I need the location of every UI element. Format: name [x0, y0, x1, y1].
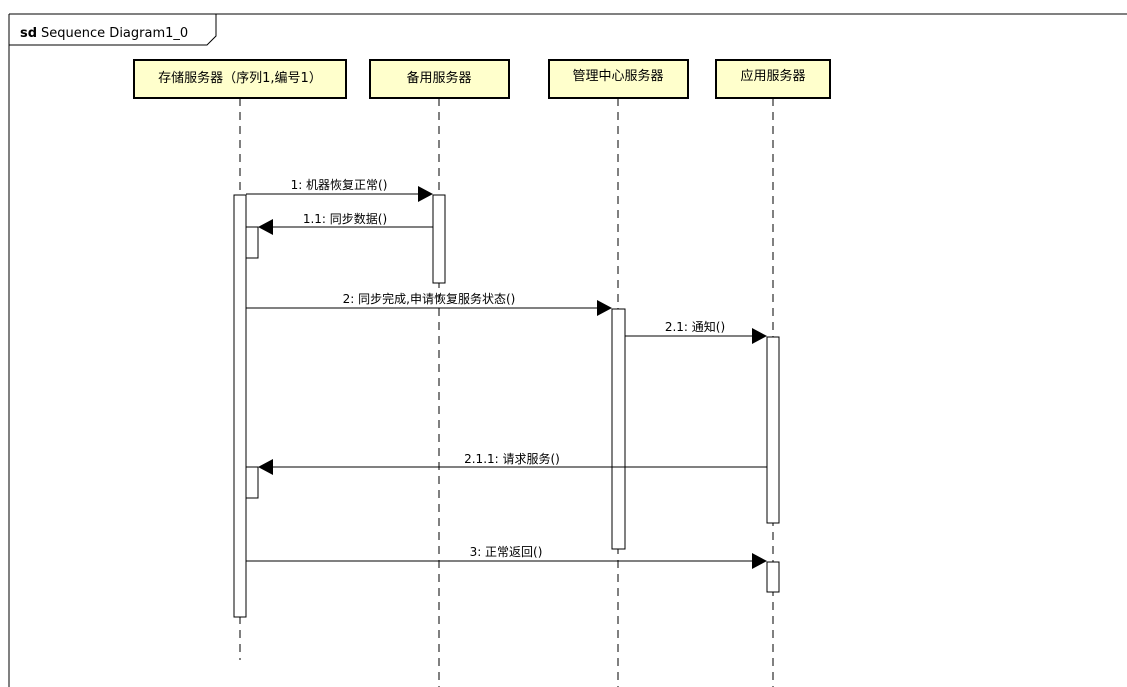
- frame-name: Sequence Diagram1_0: [41, 26, 188, 41]
- arrowhead-icon: [258, 219, 273, 235]
- message-3[interactable]: 3: 正常返回(): [246, 545, 767, 569]
- frame-kind: sd: [20, 26, 37, 41]
- message-label: 2: 同步完成,申请恢复服务状态(): [343, 291, 516, 306]
- arrowhead-icon: [258, 459, 273, 475]
- activations: [233, 194, 780, 618]
- message-label: 2.1: 通知(): [665, 320, 725, 334]
- activation-storage-sync: [245, 226, 259, 259]
- participant-storage-server[interactable]: 存储服务器（序列1,编号1）: [133, 59, 347, 99]
- activation-backup: [432, 194, 446, 284]
- message-label: 1: 机器恢复正常(): [291, 178, 388, 192]
- arrowhead-icon: [597, 300, 612, 316]
- arrowhead-icon: [752, 553, 767, 569]
- participant-application-server[interactable]: 应用服务器: [715, 59, 831, 99]
- activation-application-return: [766, 561, 780, 593]
- message-1[interactable]: 1: 机器恢复正常(): [246, 178, 433, 202]
- message-label: 3: 正常返回(): [470, 545, 543, 559]
- message-2-1[interactable]: 2.1: 通知(): [625, 320, 767, 344]
- message-2-1-1[interactable]: 2.1.1: 请求服务(): [258, 451, 767, 475]
- participant-label: 存储服务器（序列1,编号1）: [158, 70, 322, 86]
- arrowhead-icon: [418, 186, 433, 202]
- message-1-1[interactable]: 1.1: 同步数据(): [258, 211, 433, 235]
- activation-application-notify: [766, 336, 780, 524]
- participant-label: 备用服务器: [406, 70, 471, 86]
- participant-label: 应用服务器: [740, 68, 805, 84]
- activation-storage-main: [233, 194, 247, 618]
- participant-label: 管理中心服务器: [572, 68, 663, 84]
- arrowhead-icon: [752, 328, 767, 344]
- activation-storage-request: [245, 466, 259, 499]
- message-2[interactable]: 2: 同步完成,申请恢复服务状态(): [246, 291, 612, 316]
- frame-label-tab: [9, 14, 217, 46]
- message-label: 2.1.1: 请求服务(): [464, 451, 560, 466]
- participant-management-server[interactable]: 管理中心服务器: [548, 59, 689, 99]
- participant-backup-server[interactable]: 备用服务器: [369, 59, 510, 99]
- frame-title: sd Sequence Diagram1_0: [20, 26, 188, 41]
- activation-management: [611, 308, 626, 550]
- diagram-frame: sd Sequence Diagram1_0: [8, 13, 1127, 687]
- message-label: 1.1: 同步数据(): [303, 211, 387, 226]
